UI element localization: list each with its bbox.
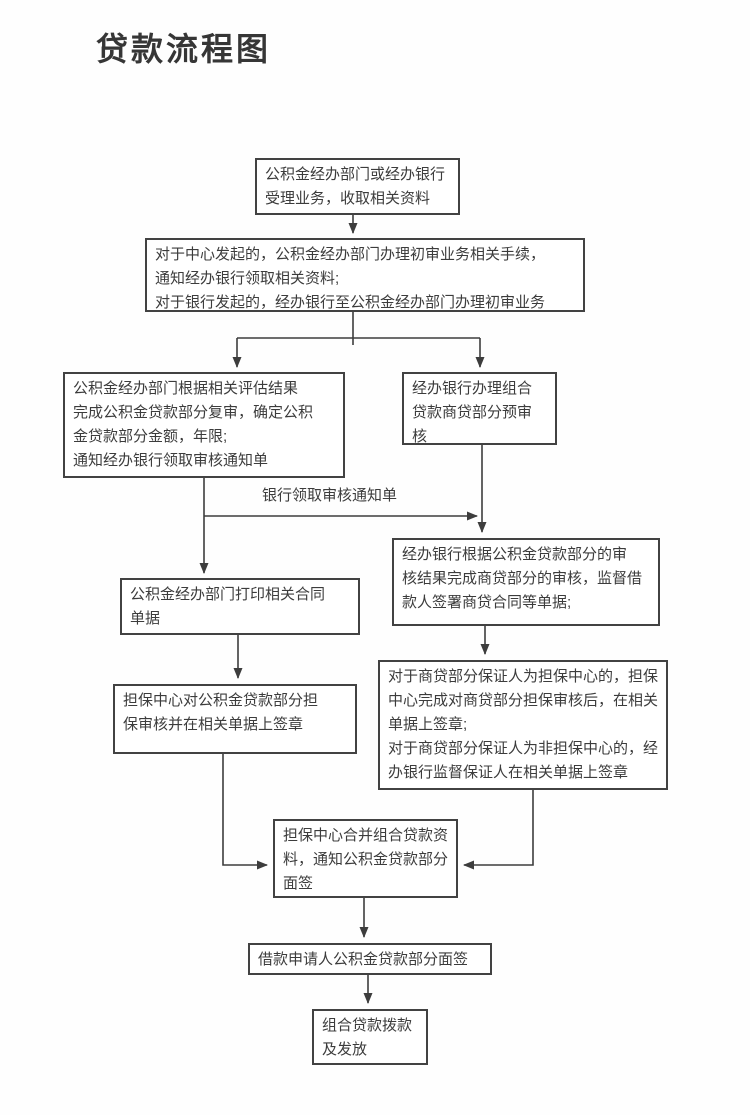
- node-merge-materials: 担保中心合并组合贷款资 料，通知公积金贷款部分 面签: [273, 819, 458, 898]
- arrow-guarantee-review-to-merge: [222, 754, 268, 870]
- node-disburse: 组合贷款拨款 及发放: [312, 1009, 428, 1065]
- edge-label-bank-collect-notice: 银行领取审核通知单: [262, 487, 398, 504]
- node-gjj-final-review: 公积金经办部门根据相关评估结果 完成公积金贷款部分复审，确定公积 金贷款部分金额…: [63, 372, 345, 478]
- node-accept-business: 公积金经办部门或经办银行 受理业务，收取相关资料: [255, 158, 460, 215]
- node-bank-precheck: 经办银行办理组合 贷款商贷部分预审 核: [402, 372, 557, 445]
- node-bank-loan-review: 经办银行根据公积金贷款部分的审 核结果完成商贷部分的审核，监督借 款人签署商贷合…: [392, 538, 660, 626]
- node-applicant-face-sign: 借款申请人公积金贷款部分面签: [248, 943, 492, 975]
- node-guarantee-center-review: 担保中心对公积金贷款部分担 保审核并在相关单据上签章: [113, 684, 357, 754]
- page-title: 贷款流程图: [96, 31, 272, 67]
- node-initial-review: 对于中心发起的，公积金经办部门办理初审业务相关手续， 通知经办银行领取相关资料;…: [145, 238, 585, 312]
- arrow-guarantor-sign-to-merge: [463, 790, 534, 870]
- node-print-contract: 公积金经办部门打印相关合同 单据: [120, 578, 360, 635]
- node-guarantor-sign: 对于商贷部分保证人为担保中心的，担保 中心完成对商贷部分担保审核后，在相关 单据…: [378, 660, 668, 790]
